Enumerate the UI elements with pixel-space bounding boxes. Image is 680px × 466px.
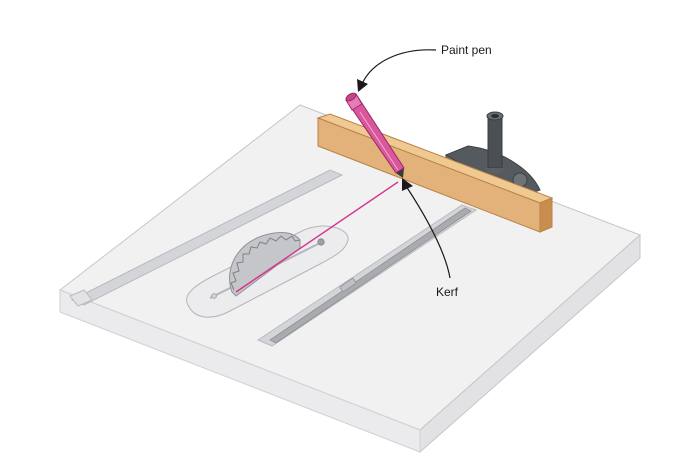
- throat-screw-back: [317, 238, 325, 246]
- paint-pen-arrowhead: [357, 79, 368, 92]
- throat-screw-front: [211, 293, 217, 299]
- slot-end-notch: [69, 289, 93, 307]
- miter-bar-clip: [339, 278, 357, 292]
- table-left-edge: [59, 289, 421, 453]
- paint-pen-label: Paint pen: [441, 43, 492, 57]
- kerf-line: [235, 181, 399, 293]
- kerf-arrowhead: [402, 178, 413, 191]
- kerf-arrow: [405, 185, 451, 279]
- miter-bar: [269, 207, 472, 344]
- saw-blade-icon: [229, 232, 301, 297]
- paint-pen-icon: [345, 92, 405, 178]
- paint-pen-arrow: [361, 49, 437, 85]
- kerf-label: Kerf: [436, 285, 459, 299]
